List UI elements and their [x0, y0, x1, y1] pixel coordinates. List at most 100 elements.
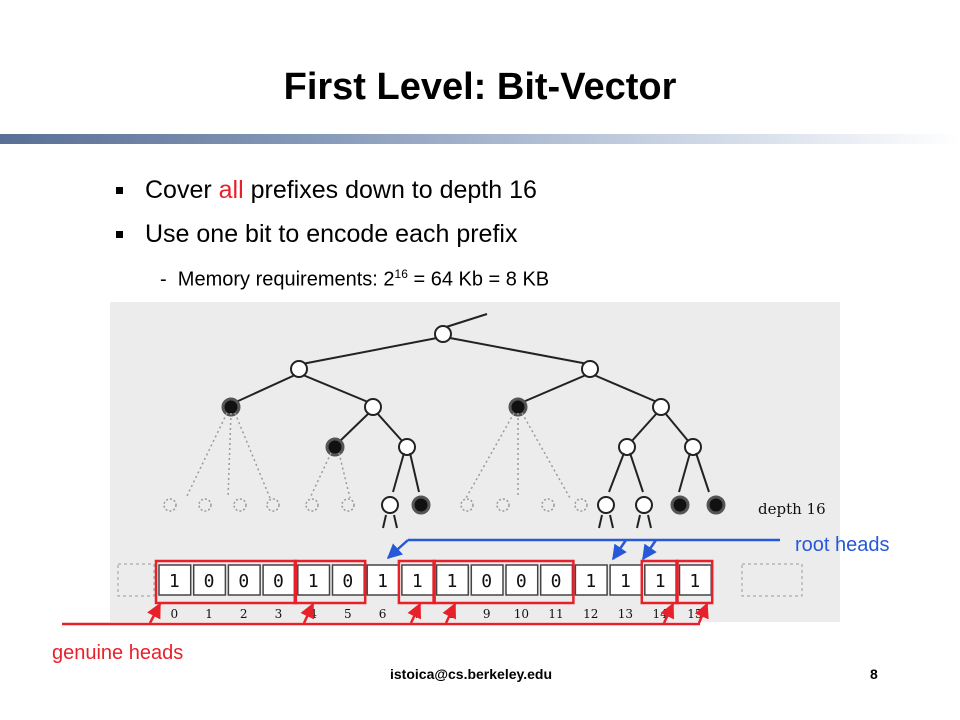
- tree-edge-dotted: [521, 412, 571, 499]
- bit-value: 1: [377, 571, 388, 592]
- tree-edge-dotted: [465, 412, 515, 499]
- bit-value: 0: [342, 571, 353, 592]
- tree-node: [581, 360, 599, 378]
- bit-index: 12: [583, 607, 598, 621]
- bit-index: 6: [379, 607, 387, 621]
- bullet-highlight: all: [218, 176, 244, 204]
- tree-edge: [392, 452, 405, 493]
- tree-edge-dotted: [309, 452, 332, 499]
- tree-node-filled: [221, 397, 241, 417]
- bit-index: 8: [448, 607, 456, 621]
- tree-node: [434, 325, 452, 343]
- bit-index: 10: [514, 607, 529, 621]
- bit-cell: [574, 564, 608, 596]
- bullet-square-icon: [116, 231, 123, 238]
- tree-node: [290, 360, 308, 378]
- bullet-text: Use one bit to encode each prefix: [145, 220, 518, 248]
- tree-edge: [235, 374, 296, 403]
- bit-index: 4: [309, 607, 317, 621]
- tree-node-dotted: [266, 498, 280, 512]
- bit-value: 1: [169, 571, 180, 592]
- tree-edge: [302, 374, 369, 403]
- bit-value: 0: [204, 571, 215, 592]
- bit-index: 3: [275, 607, 283, 621]
- bit-value: 0: [481, 571, 492, 592]
- bit-index: 9: [483, 607, 491, 621]
- bit-value: 0: [273, 571, 284, 592]
- tree-edge: [598, 514, 603, 529]
- tree-node: [381, 496, 399, 514]
- tree-edge: [636, 514, 641, 529]
- tree-node-dotted: [198, 498, 212, 512]
- tree-edge-dotted: [338, 452, 351, 499]
- bit-value: 1: [655, 571, 666, 592]
- bit-index: 0: [171, 607, 179, 621]
- genuine-heads-label: genuine heads: [52, 642, 184, 664]
- bit-index: 7: [413, 607, 421, 621]
- sub-bullet-text: Memory requirements: 2: [177, 268, 395, 291]
- bullet-list: Cover all prefixes down to depth 16 Use …: [112, 168, 912, 292]
- tree-edge: [609, 514, 614, 529]
- sub-bullet-tail: = 64 Kb = 8 KB: [407, 268, 550, 291]
- tree-node: [618, 438, 636, 456]
- tree-node-dotted: [233, 498, 247, 512]
- tree-edge: [593, 374, 658, 403]
- tree-edge-dotted: [227, 412, 232, 499]
- tree-node-filled: [508, 397, 528, 417]
- title-divider: [0, 134, 960, 144]
- bit-index: 5: [344, 607, 352, 621]
- bit-value: 1: [447, 571, 458, 592]
- tree-node-filled: [670, 495, 690, 515]
- bit-value: 1: [620, 571, 631, 592]
- tree-edge: [678, 452, 691, 493]
- tree-node: [635, 496, 653, 514]
- sub-bullet-exponent: 16: [394, 267, 408, 281]
- tree-node-dotted: [305, 498, 319, 512]
- tree-edge: [393, 514, 398, 529]
- bullet-item: Use one bit to encode each prefix: [112, 212, 912, 256]
- bullet-square-icon: [116, 187, 123, 194]
- bit-index: 14: [653, 607, 669, 621]
- tree-node: [684, 438, 702, 456]
- depth-label: depth 16: [758, 500, 826, 518]
- bit-index: 13: [618, 607, 633, 621]
- tree-edge: [409, 452, 420, 493]
- tree-node-filled: [325, 437, 345, 457]
- tree-edge: [449, 337, 589, 365]
- tree-node-filled: [411, 495, 431, 515]
- tree-node-filled: [706, 495, 726, 515]
- bit-value: 1: [308, 571, 319, 592]
- tree-edge-dotted: [185, 412, 228, 499]
- tree-node-dotted: [574, 498, 588, 512]
- bit-value: 0: [516, 571, 527, 592]
- tree-edge: [647, 514, 652, 529]
- bit-index: 11: [548, 607, 563, 621]
- bit-value: 0: [238, 571, 249, 592]
- tree-edge: [382, 514, 387, 529]
- tree-node: [364, 398, 382, 416]
- tree-node: [398, 438, 416, 456]
- slide-title: First Level: Bit-Vector: [283, 66, 677, 108]
- bit-cell-dotted: [741, 563, 803, 597]
- page-number: 8: [870, 666, 878, 682]
- bit-value: 1: [689, 571, 700, 592]
- tree-edge: [522, 374, 587, 403]
- bit-cell: [366, 564, 400, 596]
- tree-edge: [630, 412, 658, 443]
- tree-node-dotted: [496, 498, 510, 512]
- bit-index: 1: [205, 607, 213, 621]
- tree-node-dotted: [341, 498, 355, 512]
- tree-edge: [301, 337, 438, 365]
- bullet-text-pre: Cover: [145, 176, 219, 204]
- prefix-tree-diagram: depth 1610010203140516171809010011112113…: [117, 313, 826, 621]
- bit-cell-dotted: [117, 563, 155, 597]
- tree-edge: [664, 412, 690, 443]
- bit-value: 0: [551, 571, 562, 592]
- tree-edge: [376, 412, 404, 443]
- bit-value: 1: [412, 571, 423, 592]
- tree-edge: [608, 452, 625, 493]
- tree-node: [652, 398, 670, 416]
- tree-node-dotted: [460, 498, 474, 512]
- sub-bullet: - Memory requirements: 216 = 64 Kb = 8 K…: [112, 256, 912, 292]
